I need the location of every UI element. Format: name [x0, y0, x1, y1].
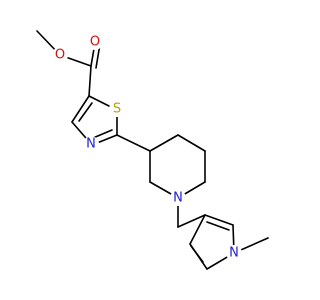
bond-pip-c3-c4 — [149, 134, 179, 152]
bond-c4-c5-double — [78, 102, 93, 122]
bond-pyr-c3-c2 — [204, 214, 234, 226]
atom-o-ester: O — [52, 47, 68, 63]
atom-o-carbonyl: O — [87, 34, 103, 50]
bond-c2-pip-c3 — [116, 134, 151, 152]
atom-s-thiazole-label: S — [113, 102, 121, 117]
molecule-diagram: O O S N N N — [36, 30, 269, 270]
bond-pyr-c4-c3 — [189, 214, 206, 245]
bond-pyr-c5-c4-double — [190, 245, 204, 263]
atom-n-thiazole-label: N — [86, 137, 96, 152]
atom-n-thiazole: N — [83, 136, 99, 152]
bond-pyr-c3-c2-double — [206, 221, 230, 231]
bond-ch2-pyrrole-c3 — [177, 214, 206, 228]
atom-o-carbonyl-label: O — [90, 35, 100, 50]
bond-carbonyl-c5 — [88, 65, 92, 97]
atom-n-piperidine: N — [170, 190, 186, 206]
atom-o-ester-label: O — [55, 48, 65, 63]
bond-c4-c5 — [71, 95, 90, 123]
bond-pip-c4-c5 — [177, 134, 206, 152]
atom-n-pyrrole: N — [226, 245, 242, 261]
atom-n-pyrrole-label: N — [229, 246, 239, 261]
structure-canvas: O O S N N N — [36, 30, 269, 270]
atom-s-thiazole: S — [109, 101, 125, 117]
bond-c2-n3-double — [92, 129, 113, 139]
atom-n-piperidine-label: N — [173, 191, 183, 206]
